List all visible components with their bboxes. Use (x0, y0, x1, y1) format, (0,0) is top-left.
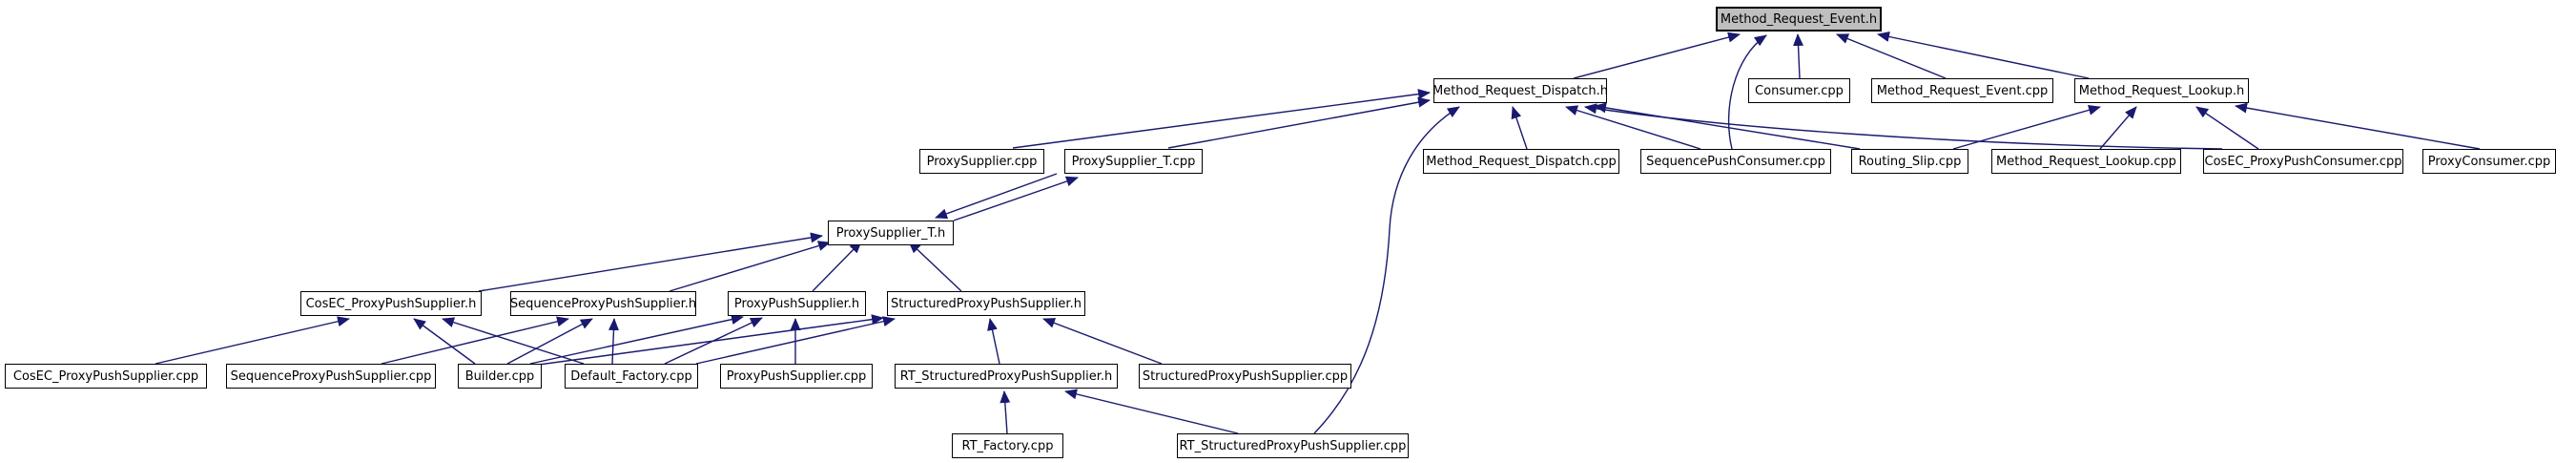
graph-node-method-request-event-cpp[interactable]: Method_Request_Event.cpp (1871, 78, 2053, 103)
edge-proxysupplier-t-h-to-proxysupplier-t-cpp (953, 176, 1079, 221)
graph-node-method-request-lookup-h[interactable]: Method_Request_Lookup.h (2074, 78, 2249, 103)
edge-method-request-event-cpp-to-method-request-event-h (1836, 33, 1947, 79)
edge-method-request-lookup-h-to-method-request-event-h (1877, 32, 2090, 79)
graph-node-sequenceproxypushsupplier-cpp[interactable]: SequenceProxyPushSupplier.cpp (226, 364, 436, 389)
graph-node-rt-structuredproxypushsupplier-cpp[interactable]: RT_StructuredProxyPushSupplier.cpp (1177, 433, 1409, 458)
edge-cosec-proxypushsupplier-cpp-to-cosec-proxypushsupplier-h (155, 316, 350, 365)
graph-node-sequenceproxypushsupplier-h[interactable]: SequenceProxyPushSupplier.h (510, 291, 696, 316)
graph-node-method-request-dispatch-cpp[interactable]: Method_Request_Dispatch.cpp (1423, 149, 1619, 174)
edge-builder-cpp-to-sequenceproxypushsupplier-h (506, 318, 593, 365)
graph-node-proxypushsupplier-h[interactable]: ProxyPushSupplier.h (728, 291, 866, 316)
edge-structuredproxypushsupplier-h-to-proxysupplier-t-h (908, 241, 962, 292)
graph-node-structuredproxypushsupplier-cpp[interactable]: StructuredProxyPushSupplier.cpp (1139, 364, 1351, 389)
edge-method-request-dispatch-h-to-method-request-event-h (1573, 32, 1741, 79)
edge-rt-structuredproxypushsupplier-cpp-to-rt-structuredproxypushsupplier-h (1064, 389, 1239, 434)
edge-consumer-cpp-to-method-request-event-h (1793, 33, 1804, 79)
edge-routing-slip-cpp-to-method-request-dispatch-h (1594, 102, 1861, 150)
graph-node-proxysupplier-cpp[interactable]: ProxySupplier.cpp (919, 149, 1044, 174)
graph-node-default-factory-cpp[interactable]: Default_Factory.cpp (565, 364, 698, 389)
edge-default-factory-cpp-to-proxypushsupplier-h (664, 317, 763, 365)
edge-proxypushsupplier-h-to-proxysupplier-t-h (812, 241, 862, 292)
graph-node-routing-slip-cpp[interactable]: Routing_Slip.cpp (1851, 149, 1968, 174)
edge-builder-cpp-to-proxypushsupplier-h (529, 314, 744, 365)
graph-node-proxypushsupplier-cpp[interactable]: ProxyPushSupplier.cpp (720, 364, 873, 389)
graph-node-rt-factory-cpp[interactable]: RT_Factory.cpp (952, 433, 1063, 458)
edge-builder-cpp-to-structuredproxypushsupplier-h (538, 314, 884, 366)
edge-rt-structuredproxypushsupplier-h-to-structuredproxypushsupplier-h (987, 318, 1000, 365)
graph-node-method-request-lookup-cpp[interactable]: Method_Request_Lookup.cpp (1991, 149, 2181, 174)
edge-cosec-proxypushsupplier-h-to-proxysupplier-t-h (478, 232, 823, 292)
edge-proxysupplier-t-cpp-to-method-request-dispatch-h (1167, 96, 1431, 149)
edge-cosec-proxypushconsumer-cpp-to-method-request-lookup-h (2195, 106, 2259, 150)
graph-node-cosec-proxypushconsumer-cpp[interactable]: CosEC_ProxyPushConsumer.cpp (2203, 149, 2403, 174)
edge-sequenceproxypushsupplier-cpp-to-sequenceproxypushsupplier-h (381, 316, 569, 365)
edge-proxyconsumer-cpp-to-method-request-lookup-h (2235, 102, 2481, 150)
graph-node-sequencepushconsumer-cpp[interactable]: SequencePushConsumer.cpp (1640, 149, 1831, 174)
graph-node-cosec-proxypushsupplier-cpp[interactable]: CosEC_ProxyPushSupplier.cpp (5, 364, 207, 389)
graph-node-structuredproxypushsupplier-h[interactable]: StructuredProxyPushSupplier.h (887, 291, 1085, 316)
edge-builder-cpp-to-cosec-proxypushsupplier-h (413, 318, 476, 365)
edge-default-factory-cpp-to-sequenceproxypushsupplier-h (608, 318, 619, 365)
graph-node-cosec-proxypushsupplier-h[interactable]: CosEC_ProxyPushSupplier.h (300, 291, 482, 316)
edge-sequencepushconsumer-cpp-to-method-request-dispatch-h (1565, 105, 1701, 150)
edge-proxysupplier-t-cpp-to-proxysupplier-t-h (935, 173, 1058, 220)
graph-node-method-request-event-h[interactable]: Method_Request_Event.h (1716, 7, 1882, 32)
graph-node-method-request-dispatch-h[interactable]: Method_Request_Dispatch.h (1432, 78, 1608, 103)
edge-method-request-dispatch-cpp-to-method-request-dispatch-h (1511, 106, 1528, 150)
graph-node-proxyconsumer-cpp[interactable]: ProxyConsumer.cpp (2422, 149, 2556, 174)
edge-default-factory-cpp-to-structuredproxypushsupplier-h (695, 316, 896, 365)
edge-default-factory-cpp-to-cosec-proxypushsupplier-h (442, 317, 585, 365)
graph-node-proxysupplier-t-cpp[interactable]: ProxySupplier_T.cpp (1064, 149, 1203, 174)
edge-cosec-proxypushconsumer-cpp-to-method-request-dispatch-h (1584, 103, 2223, 150)
edge-sequenceproxypushsupplier-h-to-proxysupplier-t-h (669, 241, 831, 292)
graph-node-builder-cpp[interactable]: Builder.cpp (458, 364, 542, 389)
edge-structuredproxypushsupplier-cpp-to-structuredproxypushsupplier-h (1042, 318, 1163, 365)
edge-rt-factory-cpp-to-rt-structuredproxypushsupplier-h (999, 390, 1011, 434)
graph-node-rt-structuredproxypushsupplier-h[interactable]: RT_StructuredProxyPushSupplier.h (895, 364, 1118, 389)
edge-routing-slip-cpp-to-method-request-lookup-h (1952, 105, 2101, 150)
edge-method-request-lookup-cpp-to-method-request-lookup-h (2099, 106, 2137, 150)
edge-proxysupplier-cpp-to-method-request-dispatch-h (1012, 89, 1431, 149)
graph-node-consumer-cpp[interactable]: Consumer.cpp (1748, 78, 1850, 103)
graph-node-proxysupplier-t-h[interactable]: ProxySupplier_T.h (828, 221, 954, 245)
